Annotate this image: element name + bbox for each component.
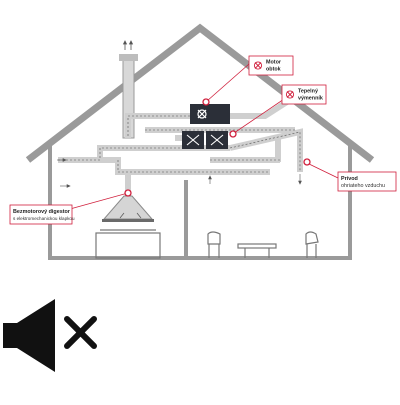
- chimney-arrows-icon: [122, 40, 134, 50]
- bypass-motor-unit: [190, 104, 230, 124]
- callout-warm-air-supply: Prívod ohriateho vzduchu: [337, 171, 397, 192]
- callout-connectors: [69, 63, 339, 210]
- fan-icon: [253, 61, 263, 70]
- ventilation-house-diagram: Motor obtok Tepelný výmenník Prívod ohri…: [9, 23, 397, 260]
- mute-button[interactable]: [0, 290, 120, 400]
- heat-exchanger-units: [182, 131, 228, 149]
- callout-heat-exchanger-line2: výmenník: [298, 96, 323, 102]
- duct-network: [58, 97, 303, 198]
- callout-bypass-motor-line1: Motor: [266, 60, 282, 66]
- callout-hood-subtitle: s elektromechanickou klapkou: [13, 216, 75, 221]
- callout-hood-title: Bezmotorový digestor: [13, 209, 71, 215]
- callout-hood: Bezmotorový digestor s elektromechanicko…: [9, 204, 75, 225]
- living-room-furniture: [207, 231, 319, 258]
- callout-supply-subtitle: ohriateho vzduchu: [341, 183, 385, 189]
- callout-bypass-motor: Motor obtok: [248, 55, 294, 76]
- flow-arrows: [57, 158, 302, 217]
- heat-exchanger-icon: [285, 90, 295, 99]
- callout-markers: [124, 98, 311, 197]
- kitchen-hood: [102, 195, 154, 222]
- callout-supply-title: Prívod: [341, 176, 358, 182]
- house-outline: [25, 23, 375, 163]
- callout-heat-exchanger-line1: Tepelný: [298, 89, 318, 95]
- hood-arrows-icon: [119, 212, 142, 219]
- kitchen-counter: [95, 229, 161, 259]
- callout-heat-exchanger: Tepelný výmenník: [281, 84, 327, 105]
- speaker-muted-icon: [3, 299, 97, 372]
- callout-bypass-motor-line2: obtok: [266, 67, 281, 73]
- airflow-dashes: [58, 115, 301, 173]
